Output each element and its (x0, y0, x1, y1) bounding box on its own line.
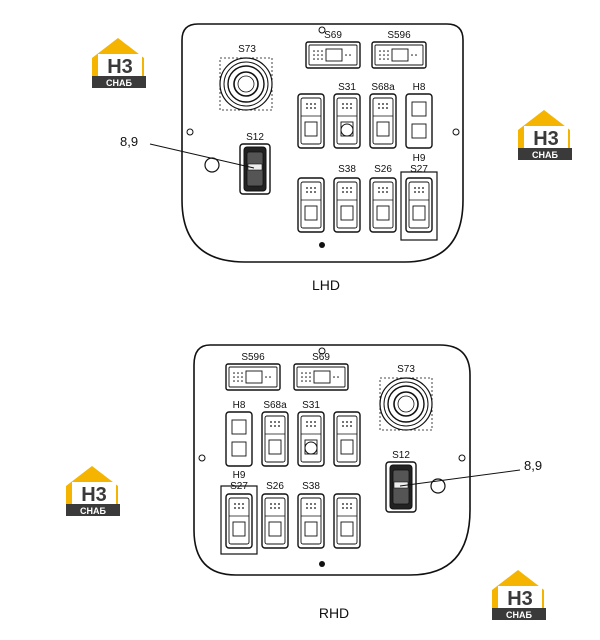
switch-s68a (369, 93, 397, 149)
bracket-h9 (400, 171, 438, 241)
watermark-logo: H3 СНАБ (492, 570, 546, 620)
toggle-s12 (385, 461, 417, 513)
switch-s69 (305, 41, 361, 69)
label-s31: S31 (338, 82, 356, 93)
joystick-s73 (219, 57, 273, 111)
switch-blank-1 (333, 411, 361, 467)
bracket-h9 (220, 485, 258, 555)
watermark-top: H3 (107, 56, 133, 78)
lamp-8-9 (430, 478, 446, 494)
switch-s27 (225, 493, 253, 549)
watermark-bottom: СНАБ (106, 78, 132, 88)
label-s12: S12 (392, 450, 410, 461)
label-h9: H9 (413, 153, 426, 164)
label-s38: S38 (302, 481, 320, 492)
label-s69: S69 (312, 352, 330, 363)
callout-label: 8,9 (524, 458, 542, 473)
label-s69: S69 (324, 30, 342, 41)
watermark-top: H3 (533, 128, 559, 150)
rhd-panel: S596 S69 S73 H8 S68a S31 S12 H9 S27 S26 … (193, 344, 542, 621)
callout-line (399, 469, 521, 487)
screw-icon (319, 242, 325, 248)
switch-blank-2 (297, 177, 325, 233)
switch-s596 (225, 363, 281, 391)
screw-icon (319, 561, 325, 567)
label-s27: S27 (410, 164, 428, 175)
joystick-s73 (379, 377, 433, 431)
switch-blank-2 (333, 493, 361, 549)
label-h8: H8 (233, 400, 246, 411)
callout-label: 8,9 (120, 134, 138, 149)
lamp-8-9 (204, 157, 220, 173)
screw-icon (186, 128, 194, 136)
watermark-bottom: СНАБ (80, 506, 106, 516)
watermark-bottom: СНАБ (532, 150, 558, 160)
label-s31: S31 (302, 400, 320, 411)
screw-icon (198, 454, 206, 462)
switch-s596 (371, 41, 427, 69)
switch-s26 (369, 177, 397, 233)
watermark-top: H3 (81, 484, 107, 506)
label-s596: S596 (387, 30, 411, 41)
label-s73: S73 (397, 364, 415, 375)
watermark-logo: H3 СНАБ (92, 38, 146, 88)
label-h8: H8 (413, 82, 426, 93)
watermark-logo: H3 СНАБ (66, 466, 120, 516)
label-s27: S27 (230, 481, 248, 492)
label-s68a: S68a (371, 82, 395, 93)
label-s73: S73 (238, 44, 256, 55)
switch-s68a (261, 411, 289, 467)
watermark-logo: H3 СНАБ (518, 110, 572, 160)
callout-line (149, 143, 255, 169)
screw-icon (452, 128, 460, 136)
switch-s38 (297, 493, 325, 549)
label-s12: S12 (246, 132, 264, 143)
watermark-bottom: СНАБ (506, 610, 532, 620)
label-s26: S26 (266, 481, 284, 492)
watermark-top: H3 (507, 588, 533, 610)
switch-s31 (333, 93, 361, 149)
switch-s27 (405, 177, 433, 233)
wiper-icon (340, 123, 354, 137)
label-s596: S596 (241, 352, 265, 363)
lamp-h8 (225, 411, 253, 467)
switch-s31 (297, 411, 325, 467)
lhd-panel: S73 S69 S596 S31 S68a H8 S12 S38 S26 H9 … (120, 23, 464, 293)
switch-blank-1 (297, 93, 325, 149)
label-s26: S26 (374, 164, 392, 175)
label-s38: S38 (338, 164, 356, 175)
switch-s69 (293, 363, 349, 391)
toggle-s12 (239, 143, 271, 195)
label-s68a: S68a (263, 400, 287, 411)
lamp-h8 (405, 93, 433, 149)
switch-s38 (333, 177, 361, 233)
switch-s26 (261, 493, 289, 549)
caption-rhd: RHD (319, 605, 349, 621)
label-h9: H9 (233, 470, 246, 481)
wiper-icon (304, 441, 318, 455)
caption-lhd: LHD (312, 277, 340, 293)
screw-icon (318, 26, 326, 34)
screw-icon (318, 347, 326, 355)
screw-icon (458, 454, 466, 462)
